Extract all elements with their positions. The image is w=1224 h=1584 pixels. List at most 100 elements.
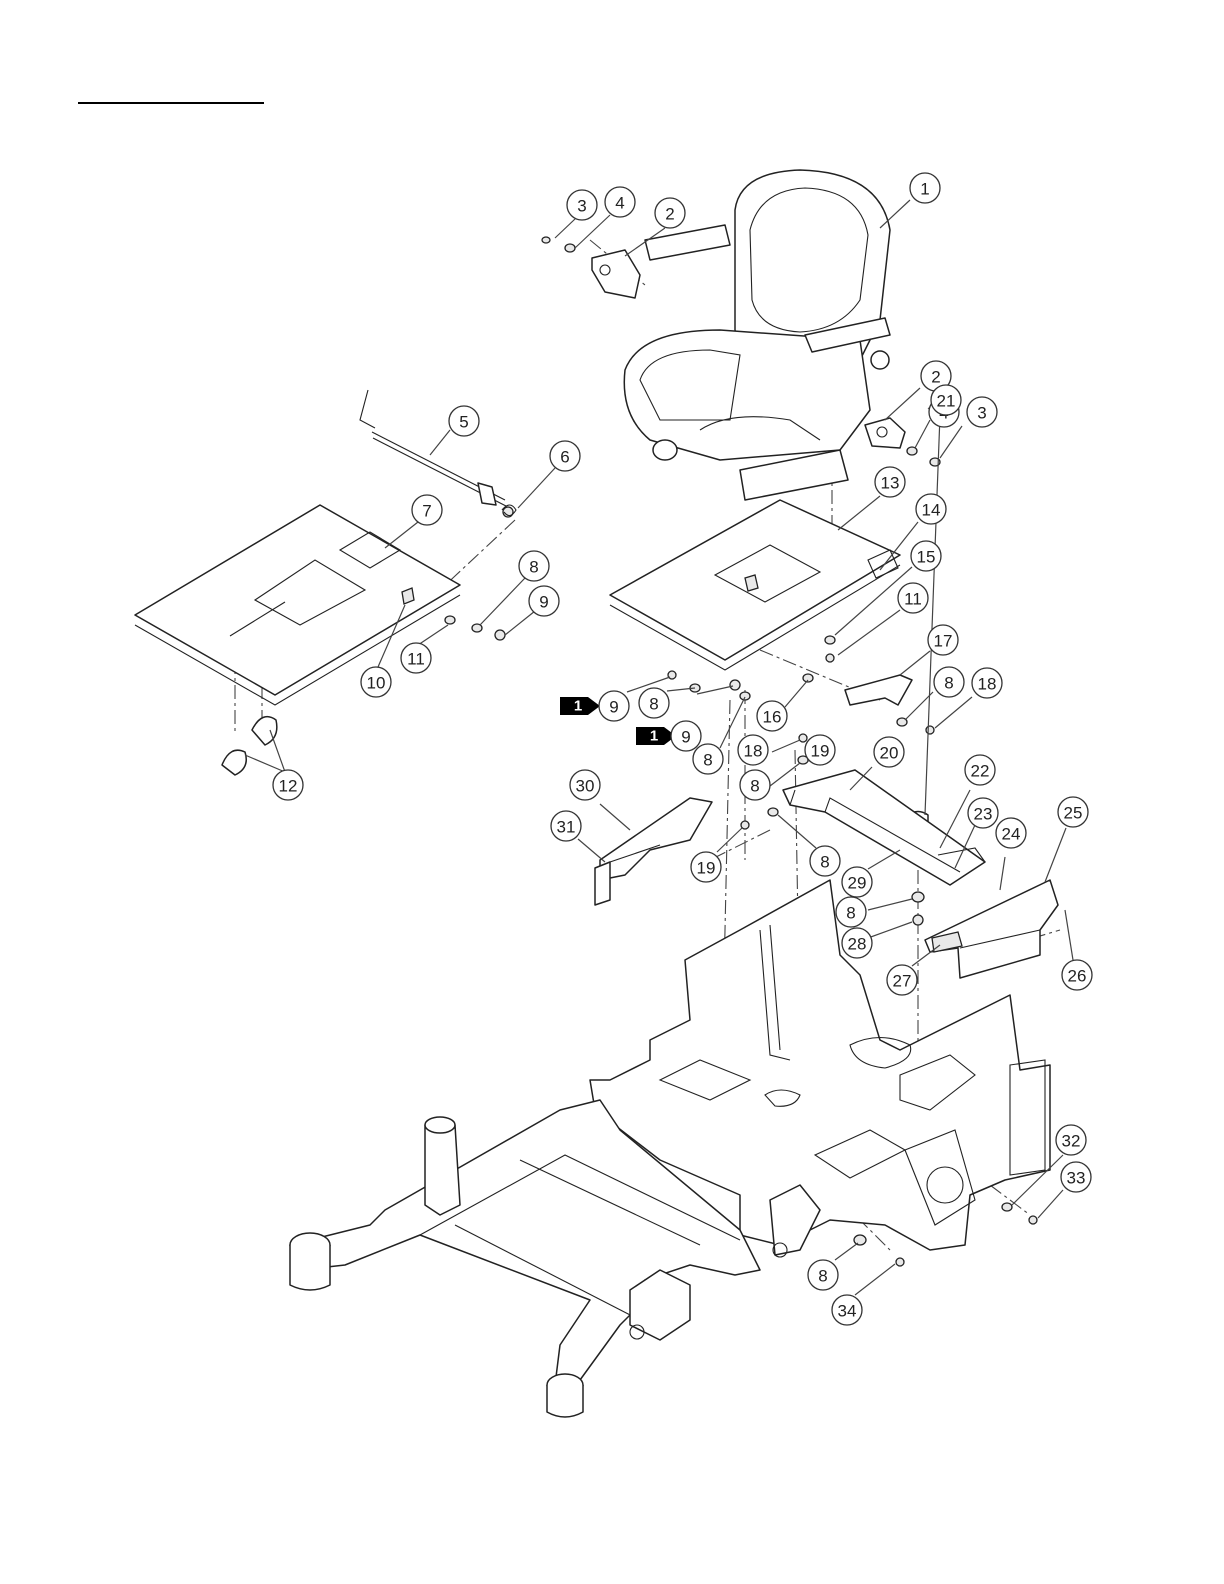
callout-label: 3	[977, 404, 986, 423]
callout-28: 28	[842, 928, 872, 958]
callout-21: 21	[931, 385, 961, 415]
callout-26: 26	[1062, 960, 1092, 990]
callout-8: 8	[808, 1260, 838, 1290]
callout-label: 26	[1068, 967, 1087, 986]
callout-label: 9	[681, 728, 690, 747]
callout-8: 8	[693, 744, 723, 774]
callout-label: 10	[367, 674, 386, 693]
callout-label: 11	[407, 650, 425, 669]
callout-8: 8	[810, 846, 840, 876]
callout-8: 8	[836, 897, 866, 927]
callout-label: 18	[978, 675, 997, 694]
reference-marker: 1	[636, 727, 676, 745]
callout-label: 2	[931, 368, 940, 387]
callout-label: 23	[974, 805, 993, 824]
callout-label: 8	[818, 1267, 827, 1286]
seat-rod-part	[360, 390, 516, 516]
callout-label: 5	[459, 413, 468, 432]
callout-label: 31	[557, 818, 576, 837]
callout-13: 13	[875, 467, 905, 497]
callout-label: 8	[703, 751, 712, 770]
callout-label: 1	[920, 180, 929, 199]
callout-25: 25	[1058, 797, 1088, 827]
callout-5: 5	[449, 406, 479, 436]
callout-14: 14	[916, 494, 946, 524]
callout-label: 19	[811, 742, 830, 761]
callout-3: 3	[567, 190, 597, 220]
callout-2: 2	[655, 198, 685, 228]
callout-label: 21	[937, 392, 956, 411]
callout-label: 17	[934, 632, 953, 651]
callout-10: 10	[361, 667, 391, 697]
callout-label: 6	[560, 448, 569, 467]
callout-label: 9	[539, 593, 548, 612]
callout-4: 4	[605, 187, 635, 217]
callout-16: 16	[757, 701, 787, 731]
callout-8: 8	[639, 688, 669, 718]
callout-label: 8	[649, 695, 658, 714]
callout-label: 32	[1062, 1132, 1081, 1151]
callout-label: 15	[917, 548, 936, 567]
callout-18: 18	[738, 735, 768, 765]
callout-12: 12	[273, 770, 303, 800]
callout-label: 8	[820, 853, 829, 872]
callout-label: 18	[744, 742, 763, 761]
callout-11: 11	[898, 583, 928, 613]
callout-label: 3	[577, 197, 586, 216]
callout-17: 17	[928, 625, 958, 655]
callout-label: 12	[279, 777, 298, 796]
callout-label: 22	[971, 762, 990, 781]
callout-11: 11	[401, 643, 431, 673]
callout-label: 8	[750, 777, 759, 796]
callout-label: 24	[1002, 825, 1021, 844]
callout-label: 19	[697, 859, 716, 878]
callout-label: 13	[881, 474, 900, 493]
callout-9: 9	[671, 721, 701, 751]
callout-32: 32	[1056, 1125, 1086, 1155]
callout-8: 8	[519, 551, 549, 581]
fender-part	[925, 880, 1058, 978]
callout-label: 28	[848, 935, 867, 954]
callout-15: 15	[911, 541, 941, 571]
callout-30: 30	[570, 770, 600, 800]
callout-9: 9	[599, 691, 629, 721]
callout-31: 31	[551, 811, 581, 841]
callout-label: 7	[422, 502, 431, 521]
callout-6: 6	[550, 441, 580, 471]
bracket-17-part	[845, 675, 912, 705]
left-seat-plate	[135, 505, 460, 775]
callout-1: 1	[910, 173, 940, 203]
callout-label: 25	[1064, 804, 1083, 823]
callout-label: 9	[609, 698, 618, 717]
callout-19: 19	[691, 852, 721, 882]
callout-9: 9	[529, 586, 559, 616]
reference-marker-label: 1	[574, 698, 582, 715]
callout-label: 4	[615, 194, 624, 213]
callout-8: 8	[740, 770, 770, 800]
callout-8: 8	[934, 667, 964, 697]
callout-27: 27	[887, 965, 917, 995]
callout-label: 29	[848, 874, 867, 893]
reference-marker-label: 1	[650, 728, 658, 745]
callout-7: 7	[412, 495, 442, 525]
callout-19: 19	[805, 735, 835, 765]
callout-29: 29	[842, 867, 872, 897]
callout-label: 34	[838, 1302, 857, 1321]
callout-label: 16	[763, 708, 782, 727]
callout-label: 8	[529, 558, 538, 577]
side-panel-part	[595, 798, 712, 905]
callout-3: 3	[967, 397, 997, 427]
callout-33: 33	[1061, 1162, 1091, 1192]
callout-label: 8	[846, 904, 855, 923]
callout-34: 34	[832, 1295, 862, 1325]
callout-18: 18	[972, 668, 1002, 698]
callout-23: 23	[968, 798, 998, 828]
callout-label: 20	[880, 744, 899, 763]
callout-22: 22	[965, 755, 995, 785]
callout-24: 24	[996, 818, 1026, 848]
callout-label: 11	[904, 590, 922, 609]
callout-label: 14	[922, 501, 941, 520]
callout-20: 20	[874, 737, 904, 767]
